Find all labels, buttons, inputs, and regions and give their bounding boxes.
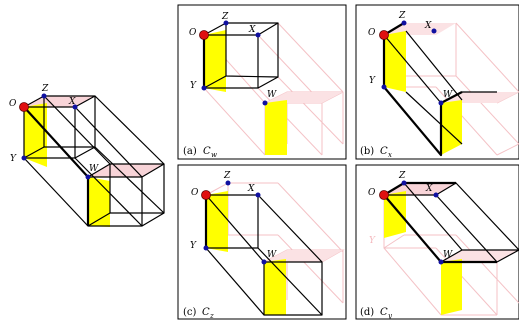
- panel-a-caption: (a) C w: [183, 146, 217, 159]
- panel-d-vertex-x: [433, 192, 439, 198]
- panel-c: O Z X Y W (c) C z: [177, 164, 347, 320]
- panel-b: O Z X Y W (b) C x: [355, 4, 519, 160]
- panel-a-caption-prefix: (a): [183, 146, 197, 157]
- panel-d-vertex-w: [438, 259, 444, 265]
- label-x: X: [68, 97, 76, 107]
- origin-vertex: [19, 102, 29, 112]
- panel-a-vertex-x: [255, 32, 261, 38]
- panel-a-caption-var: C: [203, 146, 211, 157]
- panel-a-yellow-front: [204, 30, 226, 92]
- panel-d-label-y: Y: [369, 236, 376, 246]
- panel-d: O Z X Y W (d) C y: [355, 164, 519, 320]
- label-w: W: [89, 164, 99, 174]
- panel-c-caption-var: C: [202, 307, 210, 318]
- panel-b-label-o: O: [368, 28, 376, 38]
- panel-a-vertex-w: [262, 100, 268, 106]
- panel-d-top-back: [441, 250, 519, 262]
- panel-a-yellow-back: [265, 100, 287, 155]
- panel-d-caption: (d) C y: [360, 307, 393, 320]
- top-face-back: [88, 164, 164, 177]
- vertex-y: [21, 155, 27, 161]
- panel-b-caption-var: C: [380, 146, 388, 157]
- panel-a-origin: [199, 30, 209, 40]
- panel-b-vertex-y: [381, 84, 387, 90]
- panel-a-label-w: W: [267, 90, 277, 100]
- panel-c-vertex-z: [225, 180, 231, 186]
- panel-c-label-o: O: [191, 188, 199, 198]
- panel-b-vertex-w: [438, 100, 444, 106]
- panel-b-label-y: Y: [369, 76, 376, 86]
- panel-d-caption-var: C: [380, 307, 388, 318]
- panel-b-yellow-front: [384, 31, 406, 92]
- label-o: O: [9, 99, 17, 109]
- panel-b-label-z: Z: [398, 11, 406, 21]
- panel-c-label-x: X: [247, 184, 255, 194]
- panel-a-ghost-top: [265, 92, 343, 103]
- panel-d-caption-sub: y: [387, 312, 393, 320]
- panel-d-vertex-z: [401, 180, 407, 186]
- vertex-w: [85, 174, 91, 180]
- panel-d-label-w: W: [443, 250, 453, 260]
- panel-a-label-x: X: [248, 25, 256, 35]
- panel-c-label-y: Y: [190, 241, 197, 251]
- panel-a-cube: [203, 22, 279, 89]
- panel-c-caption: (c) C z: [183, 307, 214, 320]
- panel-d-origin: [379, 190, 389, 200]
- panel-a-label-y: Y: [190, 81, 197, 91]
- panel-b-vertex-z: [401, 20, 407, 26]
- panel-c-caption-prefix: (c): [183, 307, 197, 318]
- panel-d-label-o: O: [368, 188, 376, 198]
- panel-a-vertex-y: [201, 85, 207, 91]
- panel-a-vertex-z: [223, 20, 229, 26]
- panel-b-caption-sub: x: [388, 151, 392, 159]
- panel-c-caption-sub: z: [209, 312, 214, 320]
- panel-c-yellow-front: [206, 191, 228, 252]
- panel-b-yellow-back: [441, 100, 462, 155]
- panel-a-label-o: O: [189, 28, 197, 38]
- panel-b-vertex-x: [431, 28, 437, 34]
- yellow-face-back: [88, 177, 110, 227]
- panel-d-label-z: Z: [398, 171, 406, 181]
- panel-c-frame: [177, 164, 347, 320]
- vertex-x: [72, 104, 78, 110]
- panel-c-ghost-top: [264, 250, 343, 262]
- panel-d-yellow-back: [441, 259, 462, 315]
- panel-d-label-x: X: [425, 184, 433, 194]
- panel-c-vertex-y: [203, 245, 209, 251]
- label-z: Z: [41, 84, 49, 94]
- panel-b-label-w: W: [443, 90, 453, 100]
- panel-b-label-x: X: [424, 21, 432, 31]
- panel-b-thick: [382, 35, 463, 157]
- panel-c-vertex-x: [255, 192, 261, 198]
- panel-c-label-z: Z: [223, 171, 231, 181]
- yellow-face-front: [24, 103, 47, 167]
- panel-c-vertex-w: [261, 259, 267, 265]
- panel-b-caption: (b) C x: [360, 146, 392, 159]
- vertex-z: [41, 93, 47, 99]
- panel-c-label-w: W: [267, 250, 277, 260]
- panel-c-origin: [201, 190, 211, 200]
- main-figure: O Z X Y W: [9, 84, 165, 227]
- panel-b-origin: [379, 30, 389, 40]
- panel-a: O Z X Y W (a) C w: [177, 4, 347, 160]
- label-y: Y: [10, 154, 17, 164]
- panel-d-caption-prefix: (d): [360, 307, 374, 318]
- panel-c-yellow-back: [264, 259, 286, 315]
- panel-b-caption-prefix: (b): [360, 146, 374, 157]
- panel-a-caption-sub: w: [211, 151, 217, 159]
- panel-a-label-z: Z: [221, 12, 229, 22]
